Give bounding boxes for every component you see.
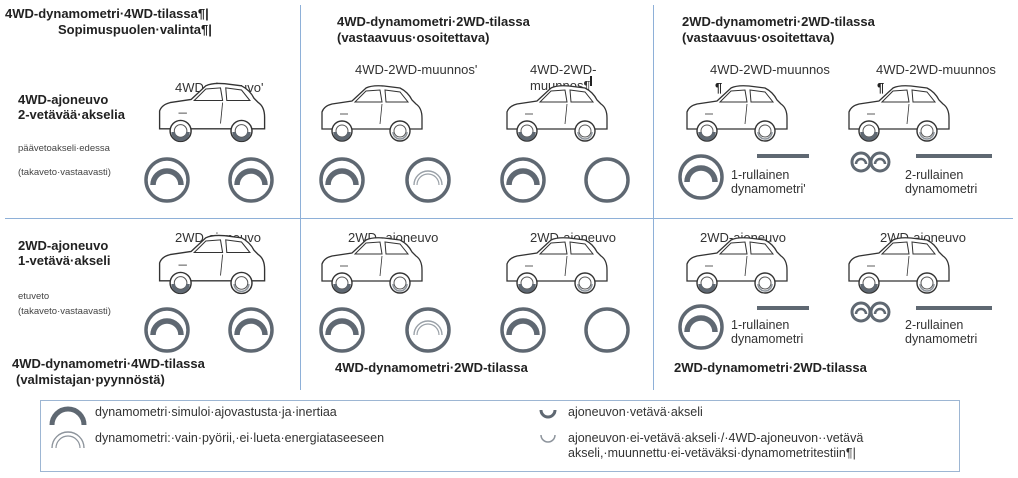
row2-roller1-label-2: dynamometri [731,332,804,346]
divider-vertical-1 [300,5,301,390]
row1-vehicle-axles: 2-vetävää·akselia [18,107,125,122]
legend-nondrive-axle-icon [540,434,556,443]
svg-text:¶: ¶ [715,80,722,95]
row2-col3-roller-2 [869,301,891,323]
legend-item-nondrive-axle-2: akseli,·muunnettu·ei-vetäväksi·dynamomet… [568,446,856,460]
row1-roller2-label-2: dynamometri [905,182,978,196]
row2-drive-note-alt: (takaveto·vastaavasti) [18,306,111,317]
row1-col1-title-1: 4WD-dynamometri·4WD-tilassa¶| [5,6,209,21]
row1-roller2-label-1: 2-rullainen [905,168,964,182]
divider-vertical-2 [653,5,654,390]
row2-col3-car-a [686,237,788,294]
legend-active-drum-icon [49,406,87,426]
divider-horizontal [5,218,1013,219]
row2-col2-car-a [321,237,423,294]
row1-col3-title-2: (vastaavuus·osoitettava) [682,30,835,45]
row2-col1-vehicle [158,234,266,295]
row2-roller2-label-2: dynamometri [905,332,978,346]
row2-vehicle-type: 2WD-ajoneuvo [18,238,109,253]
row1-col3-car-b-label: 4WD-2WD-muunnos [876,62,996,77]
row1-col2-car-b-rear-drum [584,157,630,203]
row2-col3-roller-1 [850,301,872,323]
row2-col3-floor-a [757,306,809,310]
row2-col2-car-b-front-drum [502,309,544,351]
row2-col2-car-a-rear-drum [405,307,451,353]
row1-roller1-label-1: 1-rullainen [731,168,790,182]
svg-text:¶: ¶ [877,80,884,95]
row1-vehicle-type: 4WD-ajoneuvo [18,92,109,107]
row2-col3-floor-b [916,306,992,310]
row2-col2-car-b-rear-drum [584,307,630,353]
row1-col3-roller-1 [850,151,872,173]
row1-col3-car-a-drum [680,156,722,198]
row1-col1-front-drum [146,159,188,201]
row1-col3-car-a-label: 4WD-2WD-muunnos [710,62,830,77]
row2-roller1-label-1: 1-rullainen [731,318,790,332]
row1-col2-car-a-label: 4WD-2WD-muunnos' [355,62,478,77]
row1-col3-floor-b [916,154,992,158]
row2-col1-caption-1: 4WD-dynamometri·4WD-tilassa [12,356,205,371]
row1-roller1-label-2: dynamometri' [731,182,806,196]
diagram-drawings: ¶ ¶ [0,76,992,400]
row2-col2-car-a-front-drum [321,309,363,351]
row1-col1-vehicle [158,82,266,143]
row1-drive-note-alt: (takaveto·vastaavasti) [18,167,111,178]
row2-col2-car-b [506,237,608,294]
legend-idle-drum-icon [51,431,85,449]
row2-col3-car-b [848,237,950,294]
row2-drive-note: etuveto [18,291,50,302]
row2-col1-front-drum [146,309,188,351]
row2-col1-caption-2: (valmistajan·pyynnöstä) [16,372,165,387]
legend-item-drive-axle: ajoneuvon·vetävä·akseli [568,405,703,419]
row2-col3-car-a-drum [680,306,722,348]
row1-col3-car-a: ¶ [686,80,788,142]
row1-col2-car-a [321,85,423,142]
row1-col2-title-2: (vastaavuus·osoitettava) [337,30,490,45]
row2-vehicle-axles: 1-vetävä·akseli [18,253,111,268]
row1-col3-title-1: 2WD-dynamometri·2WD-tilassa [682,14,875,29]
legend-item-idle-drum: dynamometri:·vain·pyörii,·ei·lueta·energ… [95,431,385,445]
legend-item-nondrive-axle-1: ajoneuvon·ei-vetävä·akseli·/·4WD-ajoneuv… [568,431,864,445]
row1-drive-note: päävetoakseli·edessa [18,143,110,154]
row1-col2-car-a-rear-drum [405,157,451,203]
row1-col2-car-b-front-drum [502,159,544,201]
row2-col1-rear-drum [230,309,272,351]
row1-col2-title-1: 4WD-dynamometri·2WD-tilassa [337,14,530,29]
row2-col3-caption: 2WD-dynamometri·2WD-tilassa [674,360,867,375]
row1-col3-roller-2 [869,151,891,173]
row1-col3-floor-a [757,154,809,158]
row1-col1-rear-drum [230,159,272,201]
legend-item-active-drum: dynamometri·simuloi·ajovastusta·ja·inert… [95,405,337,419]
row1-col2-car-b [506,76,608,142]
row1-col2-car-b-label-1: 4WD-2WD- [530,62,597,77]
row2-roller2-label-1: 2-rullainen [905,318,964,332]
legend-box [40,400,960,472]
row1-col1-title-2: Sopimuspuolen·valinta¶| [58,22,212,37]
legend-drive-axle-icon [539,409,557,419]
row1-col3-car-b: ¶ [848,80,950,142]
row1-col2-car-a-front-drum [321,159,363,201]
row2-col2-caption: 4WD-dynamometri·2WD-tilassa [335,360,528,375]
